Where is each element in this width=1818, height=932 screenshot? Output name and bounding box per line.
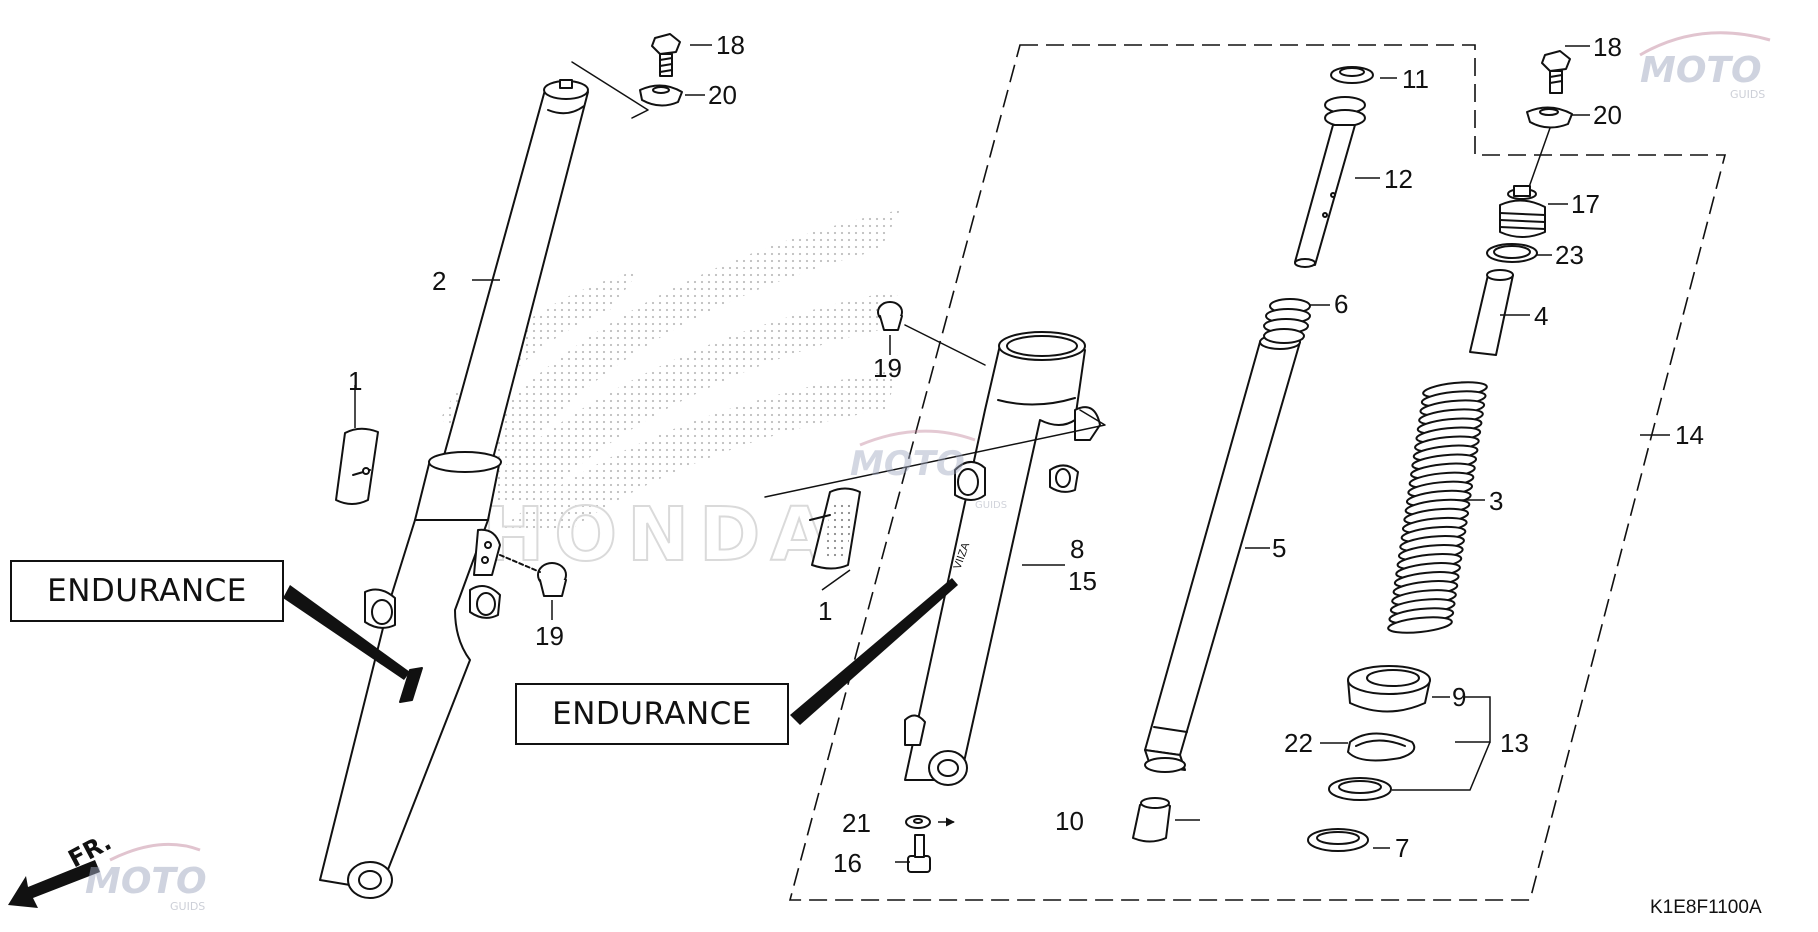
bolt-16 (907, 834, 931, 873)
callout-1-middle: 1 (818, 596, 832, 626)
callout-22: 22 (1284, 728, 1313, 758)
callout-18-left: 18 (716, 30, 745, 60)
watermark-top-right: MOTO GUIDS (1639, 31, 1771, 101)
washer-20-right (1526, 106, 1573, 129)
nut-19-left (499, 554, 567, 597)
callout-6: 6 (1334, 289, 1348, 319)
fork-spring-3 (1387, 381, 1488, 634)
fork-slider-8: VIIZA (904, 331, 1101, 786)
spacer-4 (1469, 269, 1514, 356)
callout-3: 3 (1489, 486, 1503, 516)
seal-ring-7 (1307, 828, 1369, 852)
callout-1-left: 1 (348, 366, 362, 396)
washer-20-left (639, 84, 683, 107)
oil-lock-piece-10 (1132, 797, 1171, 843)
callout-21: 21 (842, 808, 871, 838)
callout-4: 4 (1534, 301, 1548, 331)
callout-10: 10 (1055, 806, 1084, 836)
callout-19-middle: 19 (873, 353, 902, 383)
honda-wordmark-ghost: HONDA (482, 492, 837, 578)
watermark-center: MOTO GUIDS (850, 429, 1007, 511)
bolt-18-right (1541, 50, 1571, 94)
callout-numbers: 18 20 2 1 19 19 1 8 15 21 16 10 5 11 12 … (348, 30, 1704, 878)
svg-text:GUIDS: GUIDS (170, 900, 205, 913)
endurance-label-middle: ENDURANCE (515, 683, 789, 745)
endurance-label-left: ENDURANCE (10, 560, 284, 622)
spring-coil (1387, 616, 1453, 634)
callout-20-right: 20 (1593, 100, 1622, 130)
callout-19-left: 19 (535, 621, 564, 651)
reflector-middle (809, 487, 861, 570)
callout-8: 8 (1070, 534, 1084, 564)
callout-15: 15 (1068, 566, 1097, 596)
assembly-boundary (788, 44, 1727, 901)
callout-18-right: 18 (1593, 32, 1622, 62)
callout-12: 12 (1384, 164, 1413, 194)
reflector-left (335, 427, 379, 505)
rebound-spring-6 (1263, 298, 1311, 344)
damper-rod-12 (1294, 96, 1366, 268)
callout-9: 9 (1452, 682, 1466, 712)
back-up-ring-13 (1328, 777, 1392, 801)
honda-wing-logo: HONDA (440, 210, 900, 579)
callout-17: 17 (1571, 189, 1600, 219)
part-code: K1E8F1100A (1650, 897, 1762, 918)
leader-lines (354, 44, 1670, 863)
callout-14: 14 (1675, 420, 1704, 450)
watermark-bottom-left: MOTO GUIDS (85, 842, 207, 913)
callout-5: 5 (1272, 533, 1286, 563)
fork-bolt-17 (1499, 185, 1546, 238)
stopper-ring-22 (1347, 732, 1416, 762)
endurance-pointer-left (283, 585, 410, 680)
svg-text:MOTO: MOTO (1640, 50, 1762, 91)
endurance-pointer-middle (790, 578, 958, 725)
svg-text:MOTO: MOTO (85, 861, 207, 902)
svg-text:MOTO: MOTO (850, 444, 965, 484)
callout-11: 11 (1402, 64, 1429, 94)
oil-seal-9 (1347, 665, 1431, 713)
left-fork-leg-assembly (319, 79, 589, 899)
ring-11 (1330, 66, 1374, 84)
callout-13: 13 (1500, 728, 1529, 758)
callout-16: 16 (833, 848, 862, 878)
callout-23: 23 (1555, 240, 1584, 270)
o-ring-23 (1486, 243, 1538, 263)
svg-text:GUIDS: GUIDS (975, 500, 1007, 511)
callout-2: 2 (432, 266, 446, 296)
callout-7: 7 (1395, 833, 1409, 863)
svg-text:GUIDS: GUIDS (1730, 88, 1765, 101)
callout-20-left: 20 (708, 80, 737, 110)
washer-21 (905, 815, 931, 829)
bolt-18-left (651, 33, 681, 77)
nut-19-middle (877, 301, 903, 331)
